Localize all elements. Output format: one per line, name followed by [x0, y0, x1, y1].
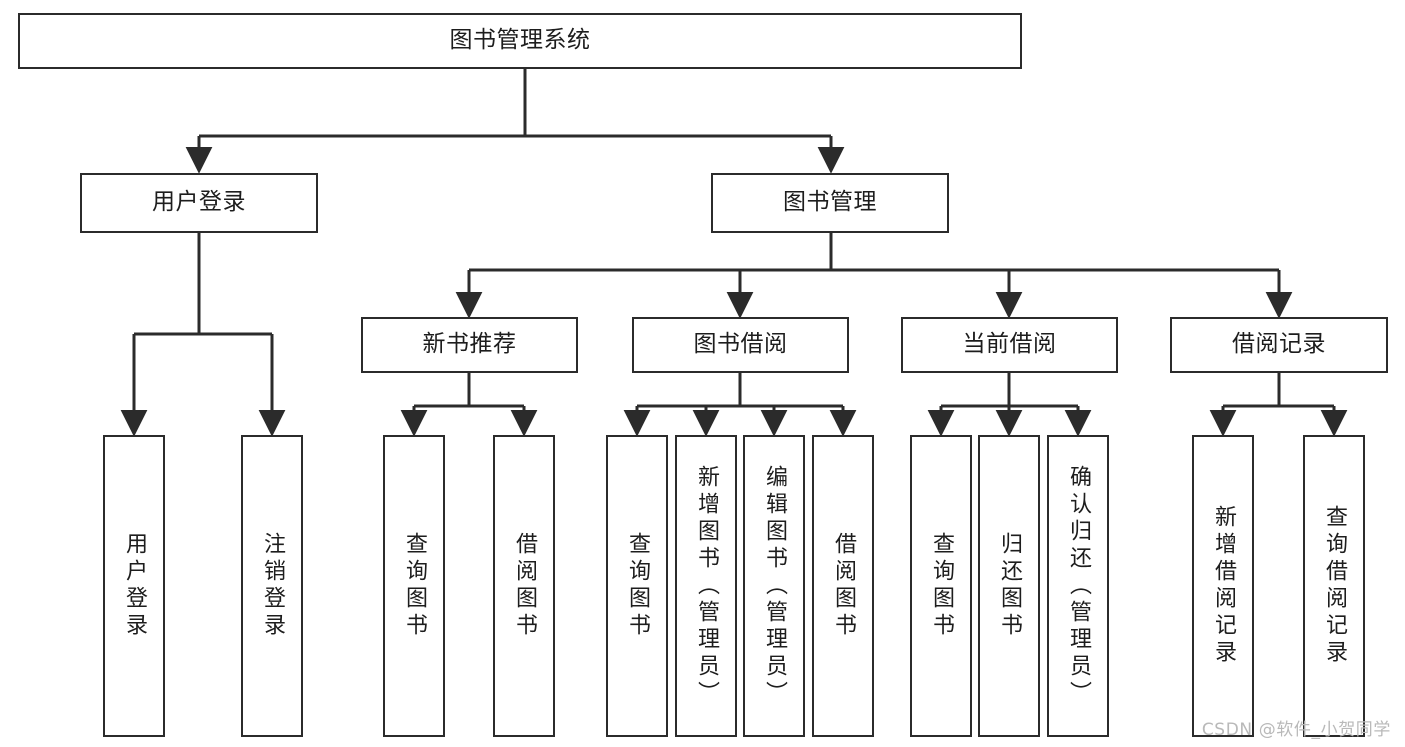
node-leaf-borrow-book-2[interactable]: 借阅图书 [812, 435, 874, 737]
node-leaf-edit-book-label: 编辑图书（管理员） [762, 464, 787, 708]
node-book-manage-label: 图书管理 [783, 189, 877, 216]
node-current-borrow-label: 当前借阅 [962, 331, 1057, 358]
node-leaf-logout-login-label: 注销登录 [260, 532, 285, 640]
node-leaf-add-book-label: 新增图书（管理员） [694, 464, 719, 708]
node-leaf-borrow-book-1[interactable]: 借阅图书 [493, 435, 555, 737]
node-leaf-query-book-1-label: 查询图书 [402, 532, 427, 640]
node-user-login[interactable]: 用户登录 [80, 173, 318, 233]
node-leaf-user-login[interactable]: 用户登录 [103, 435, 165, 737]
node-leaf-confirm-return[interactable]: 确认归还（管理员） [1047, 435, 1109, 737]
node-leaf-borrow-book-1-label: 借阅图书 [512, 532, 537, 640]
node-leaf-query-book-1[interactable]: 查询图书 [383, 435, 445, 737]
node-leaf-edit-book[interactable]: 编辑图书（管理员） [743, 435, 805, 737]
node-book-borrow[interactable]: 图书借阅 [632, 317, 849, 373]
node-leaf-logout-login[interactable]: 注销登录 [241, 435, 303, 737]
node-leaf-borrow-book-2-label: 借阅图书 [831, 532, 856, 640]
node-leaf-query-record-label: 查询借阅记录 [1322, 505, 1347, 667]
node-user-login-label: 用户登录 [152, 189, 246, 216]
node-leaf-query-record[interactable]: 查询借阅记录 [1303, 435, 1365, 737]
node-leaf-query-book-3[interactable]: 查询图书 [910, 435, 972, 737]
node-borrow-record-label: 借阅记录 [1232, 331, 1326, 358]
node-book-manage[interactable]: 图书管理 [711, 173, 949, 233]
node-current-borrow[interactable]: 当前借阅 [901, 317, 1118, 373]
node-root[interactable]: 图书管理系统 [18, 13, 1022, 69]
node-leaf-user-login-label: 用户登录 [122, 532, 147, 640]
node-leaf-confirm-return-label: 确认归还（管理员） [1066, 464, 1091, 708]
node-leaf-add-record-label: 新增借阅记录 [1211, 505, 1236, 667]
node-leaf-return-book[interactable]: 归还图书 [978, 435, 1040, 737]
node-leaf-add-book[interactable]: 新增图书（管理员） [675, 435, 737, 737]
csdn-watermark: CSDN @软件_小贺同学 [1201, 720, 1391, 740]
node-root-label: 图书管理系统 [449, 27, 591, 54]
node-leaf-query-book-3-label: 查询图书 [929, 532, 954, 640]
node-new-book-recommend[interactable]: 新书推荐 [361, 317, 578, 373]
node-leaf-add-record[interactable]: 新增借阅记录 [1192, 435, 1254, 737]
node-borrow-record[interactable]: 借阅记录 [1170, 317, 1388, 373]
node-new-book-recommend-label: 新书推荐 [422, 331, 517, 358]
node-leaf-query-book-2[interactable]: 查询图书 [606, 435, 668, 737]
node-leaf-query-book-2-label: 查询图书 [625, 532, 650, 640]
node-book-borrow-label: 图书借阅 [693, 331, 788, 358]
node-leaf-return-book-label: 归还图书 [997, 532, 1022, 640]
